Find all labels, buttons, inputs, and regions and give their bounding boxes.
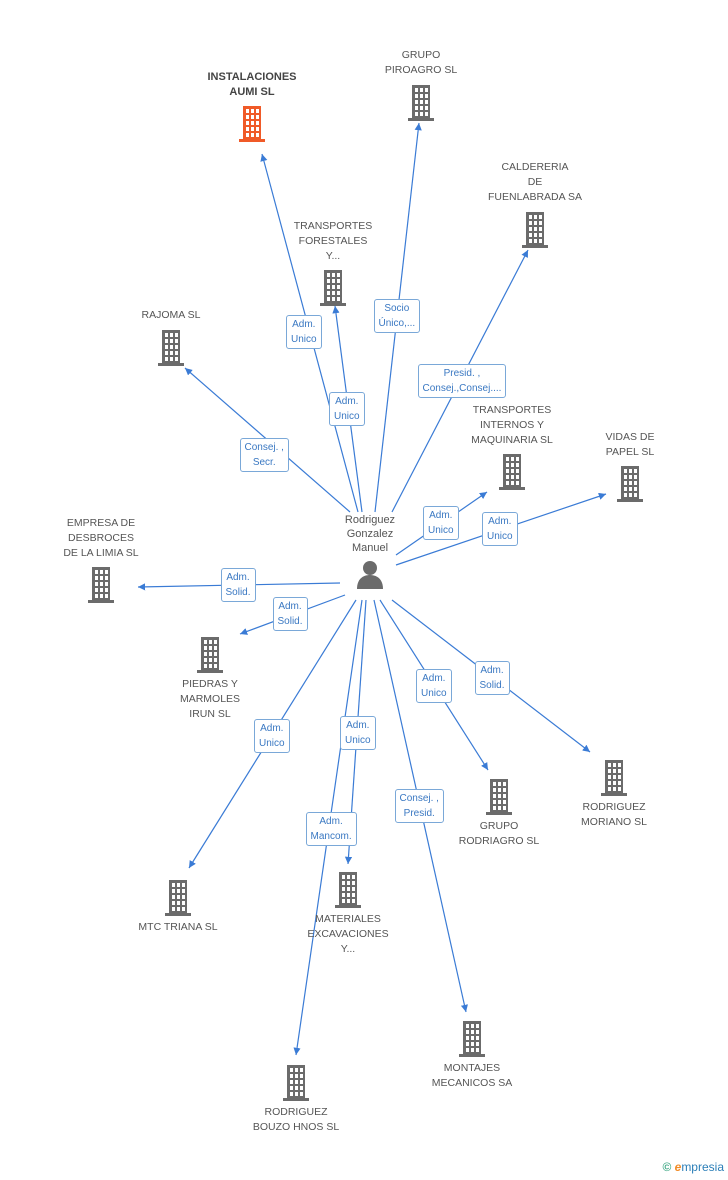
building-icon [459,1021,485,1057]
company-name: RODRIGUEZ BOUZO HNOS SL [252,1106,340,1133]
role-badge-rodriagro[interactable]: Adm. Unico [416,669,452,703]
company-name: GRUPO RODRIAGRO SL [458,820,540,847]
role-badge-mtc[interactable]: Adm. Unico [254,719,290,753]
company-node-moriano[interactable]: RODRIGUEZ MORIANO SL [534,760,694,830]
role-badge-piedras[interactable]: Adm. Solid. [272,597,308,631]
company-node-transportes-internos[interactable]: TRANSPORTES INTERNOS Y MAQUINARIA SL [432,403,592,490]
main-building-icon [239,106,265,142]
role-badge-piroagro[interactable]: Socio Único,... [373,299,421,333]
building-icon [617,466,643,502]
company-node-bouzo[interactable]: RODRIGUEZ BOUZO HNOS SL [216,1065,376,1135]
company-name: MATERIALES EXCAVACIONES Y... [307,913,389,955]
company-node-materiales[interactable]: MATERIALES EXCAVACIONES Y... [268,872,428,957]
role-badge-rajoma[interactable]: Consej. , Secr. [239,438,289,472]
company-node-instalaciones[interactable]: INSTALACIONES AUMI SL [172,70,332,142]
person-icon [357,561,383,589]
brand-logo: © empresia [662,1160,724,1174]
building-icon [499,454,525,490]
role-badge-materiales[interactable]: Adm. Unico [340,716,376,750]
company-name: EMPRESA DE DESBROCES DE LA LIMIA SL [63,517,139,559]
company-node-rodriagro[interactable]: GRUPO RODRIAGRO SL [419,779,579,849]
company-node-transportes-forestales[interactable]: TRANSPORTES FORESTALES Y... [253,219,413,306]
company-name: TRANSPORTES INTERNOS Y MAQUINARIA SL [471,404,553,446]
building-icon [486,779,512,815]
person-node[interactable]: Rodriguez Gonzalez Manuel [320,513,420,589]
building-icon [601,760,627,796]
building-icon [158,330,184,366]
person-name: Rodriguez Gonzalez Manuel [344,514,396,554]
building-icon [408,85,434,121]
brand-initial: e [674,1160,682,1174]
company-name: CALDERERIA DE FUENLABRADA SA [488,161,582,203]
role-badge-bouzo[interactable]: Adm. Mancom. [305,812,357,846]
company-name: TRANSPORTES FORESTALES Y... [293,220,373,262]
role-badge-vidas[interactable]: Adm. Unico [482,512,518,546]
company-node-piedras[interactable]: PIEDRAS Y MARMOLES IRUN SL [130,637,290,722]
role-badge-instalaciones[interactable]: Adm. Unico [286,315,322,349]
company-node-piroagro[interactable]: GRUPO PIROAGRO SL [341,48,501,121]
company-node-mtc[interactable]: MTC TRIANA SL [98,880,258,935]
company-name: MTC TRIANA SL [138,921,218,933]
company-node-desbroces[interactable]: EMPRESA DE DESBROCES DE LA LIMIA SL [21,516,181,603]
company-node-rajoma[interactable]: RAJOMA SL [91,308,251,366]
company-name: RODRIGUEZ MORIANO SL [581,801,647,828]
company-name: PIEDRAS Y MARMOLES IRUN SL [179,678,241,720]
building-icon [283,1065,309,1101]
role-badge-caldereria[interactable]: Presid. , Consej.,Consej.... [417,364,507,398]
role-badge-desbroces[interactable]: Adm. Solid. [220,568,256,602]
role-badge-transportes-internos[interactable]: Adm. Unico [423,506,459,540]
building-icon [165,880,191,916]
brand-name: mpresia [681,1160,724,1174]
building-icon [320,270,346,306]
building-icon [335,872,361,908]
company-name: GRUPO PIROAGRO SL [384,49,458,76]
company-node-vidas[interactable]: VIDAS DE PAPEL SL [550,430,710,502]
company-node-caldereria[interactable]: CALDERERIA DE FUENLABRADA SA [455,160,615,248]
company-name: VIDAS DE PAPEL SL [605,431,655,458]
building-icon [88,567,114,603]
building-icon [197,637,223,673]
role-badge-montajes[interactable]: Consej. , Presid. [394,789,444,823]
role-badge-transportes-forestales[interactable]: Adm. Unico [329,392,365,426]
company-name: MONTAJES MECANICOS SA [431,1062,513,1089]
company-node-montajes[interactable]: MONTAJES MECANICOS SA [392,1021,552,1091]
role-badge-moriano[interactable]: Adm. Solid. [474,661,510,695]
company-name: RAJOMA SL [141,309,201,321]
company-name: INSTALACIONES AUMI SL [207,71,297,98]
copyright-icon: © [662,1160,672,1174]
building-icon [522,212,548,248]
